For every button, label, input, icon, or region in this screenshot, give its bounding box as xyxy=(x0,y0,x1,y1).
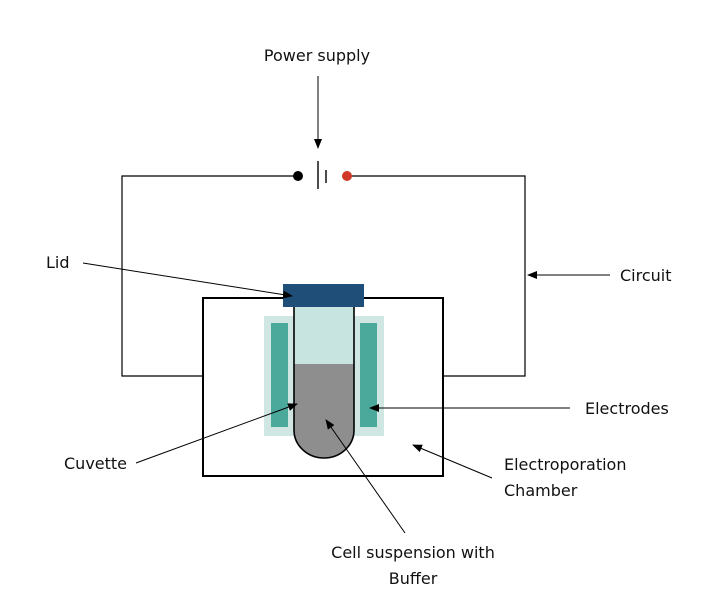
arrow-cell-suspension xyxy=(325,419,406,534)
cell-suspension xyxy=(294,364,354,458)
pointer-arrows xyxy=(82,76,610,534)
cuvette-air xyxy=(294,307,354,364)
electrode-left xyxy=(271,323,288,427)
label-cuvette: Cuvette xyxy=(64,454,127,473)
cuvette-lid xyxy=(283,284,364,307)
label-chamber-line1: Electroporation xyxy=(504,455,626,474)
label-cell-line1: Cell suspension with xyxy=(331,543,495,562)
arrow-chamber xyxy=(412,444,493,479)
circuit-wire-right xyxy=(347,175,526,377)
positive-terminal xyxy=(342,171,352,181)
label-power-supply: Power supply xyxy=(264,46,370,65)
cuvette-wall xyxy=(293,307,355,459)
arrow-cuvette xyxy=(135,403,298,464)
power-supply xyxy=(293,161,352,189)
electrode-right xyxy=(360,323,377,427)
circuit-wires xyxy=(121,175,526,377)
negative-terminal xyxy=(293,171,303,181)
label-circuit: Circuit xyxy=(620,266,672,285)
label-cell-line2: Buffer xyxy=(389,569,438,588)
label-chamber-line2: Chamber xyxy=(504,481,578,500)
arrow-lid xyxy=(82,262,293,299)
circuit-wire-left xyxy=(121,175,298,377)
label-lid: Lid xyxy=(46,253,70,272)
label-electrodes: Electrodes xyxy=(585,399,669,418)
